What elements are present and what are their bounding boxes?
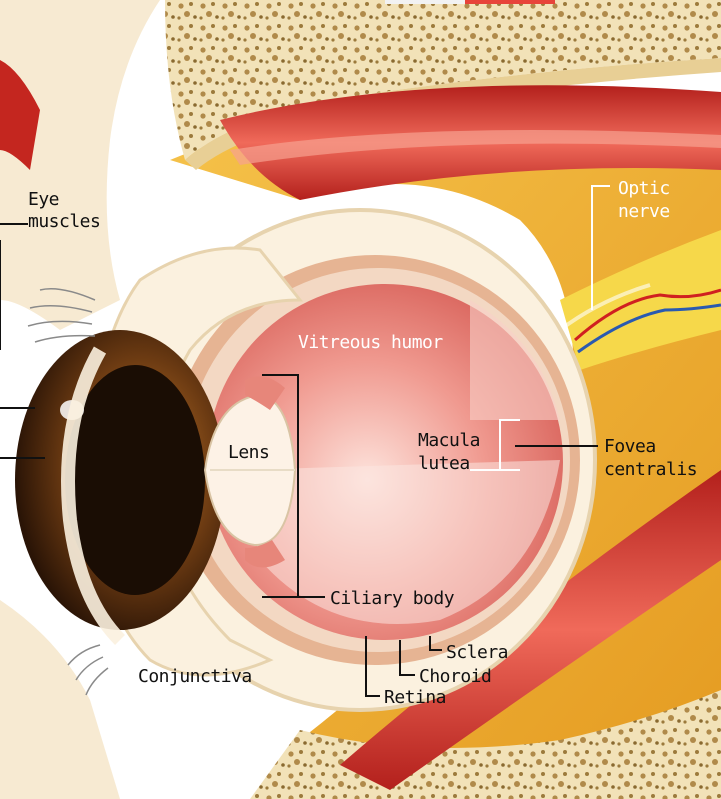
label-eye-muscles-line2: muscles (28, 211, 100, 232)
label-choroid: Choroid (419, 666, 491, 687)
label-fovea-centralis-line2: centralis (604, 459, 697, 480)
label-retina: Retina (384, 687, 446, 708)
label-optic-nerve-line1: Optic (618, 178, 670, 199)
label-vitreous-humor: Vitreous humor (298, 332, 443, 353)
label-fovea-centralis-line1: Fovea (604, 436, 656, 457)
label-ciliary-body: Ciliary body (330, 588, 455, 609)
label-macula-lutea-line1: Macula (418, 430, 480, 451)
label-macula-lutea-line2: lutea (418, 453, 470, 474)
label-conjunctiva: Conjunctiva (138, 666, 252, 687)
label-optic-nerve-line2: nerve (618, 201, 670, 222)
label-eye-muscles-line1: Eye (28, 189, 59, 210)
label-lens: Lens (228, 442, 269, 463)
label-sclera: Sclera (446, 642, 508, 663)
